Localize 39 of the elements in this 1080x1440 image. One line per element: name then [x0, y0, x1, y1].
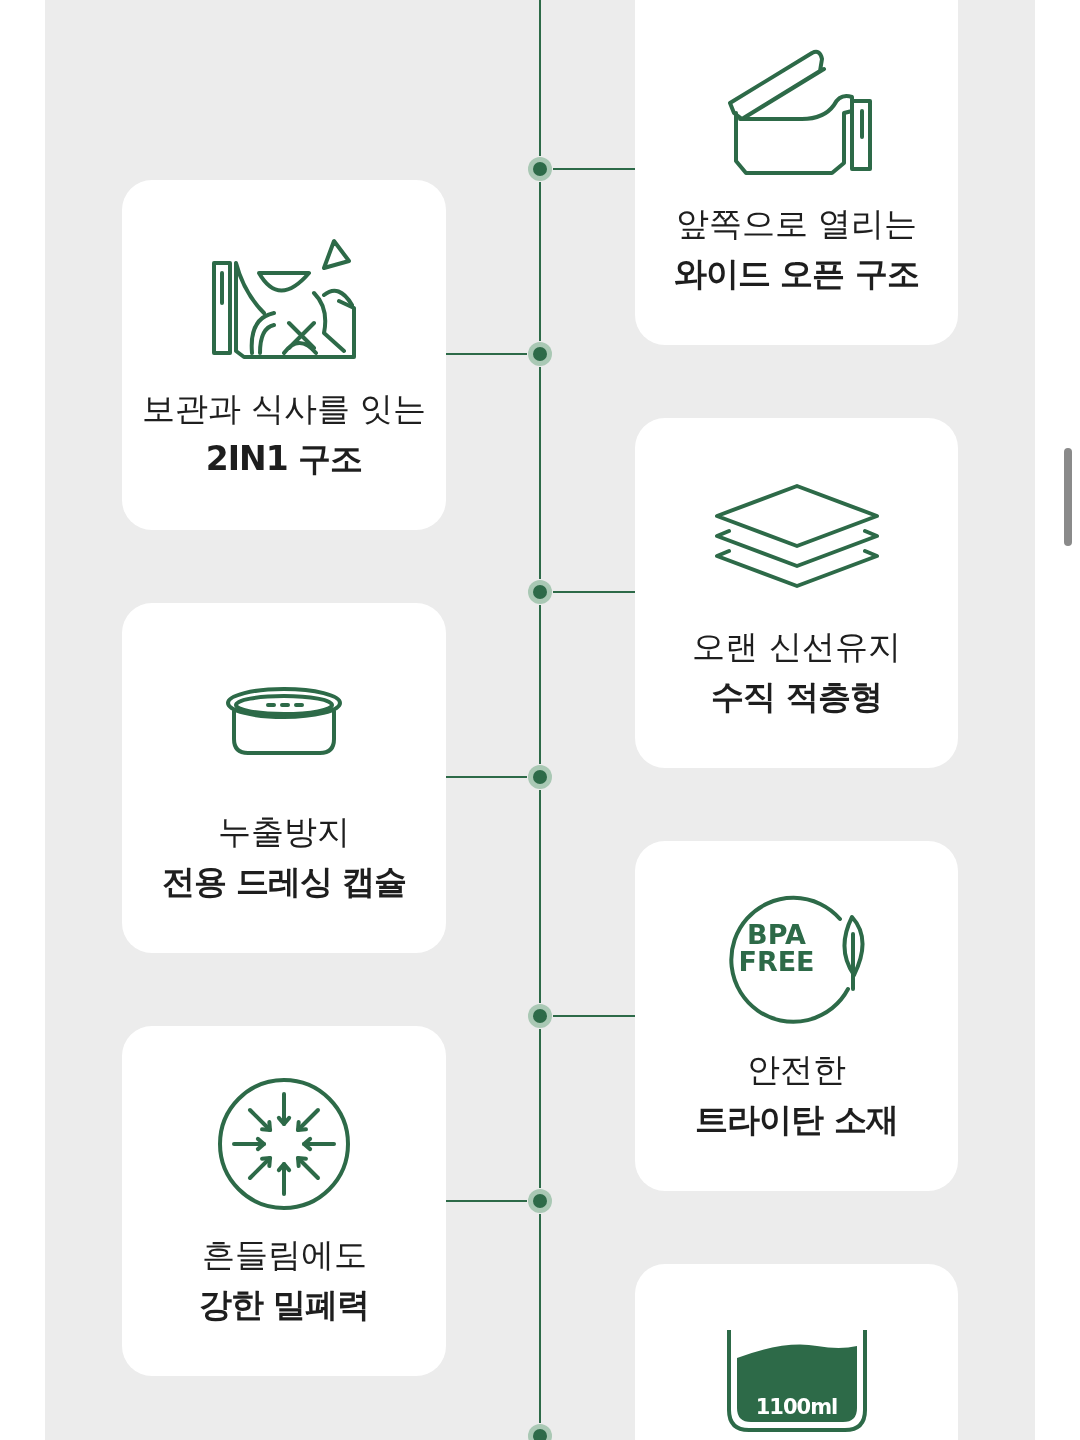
connector-line — [539, 0, 541, 157]
feature-subtitle: 앞쪽으로 열리는 — [674, 203, 919, 245]
feature-subtitle: 누출방지 — [217, 811, 351, 853]
connector-line — [539, 181, 541, 342]
timeline-dot — [527, 1003, 553, 1029]
feature-title: 전용 드레싱 캡슐 — [160, 861, 408, 903]
feature-title: 강한 밀폐력 — [197, 1284, 371, 1326]
connector-line — [445, 1200, 528, 1202]
connector-line — [552, 1015, 636, 1017]
connector-line — [539, 789, 541, 1004]
connector-line — [539, 1213, 541, 1424]
feature-card — [122, 180, 446, 530]
connector-line — [445, 353, 528, 355]
timeline-dot — [527, 764, 553, 790]
connector-line — [539, 604, 541, 765]
timeline-dot — [527, 156, 553, 182]
connector-line — [539, 1028, 541, 1189]
feature-subtitle: 흔들림에도 — [200, 1234, 368, 1276]
feature-card — [635, 841, 958, 1191]
feature-title: 2IN1 구조 — [204, 438, 364, 480]
volume-label: 1100ml — [754, 1394, 839, 1420]
timeline-dot — [527, 579, 553, 605]
feature-title: 수직 적층형 — [710, 676, 883, 718]
timeline-dot — [527, 341, 553, 367]
connector-line — [445, 776, 528, 778]
feature-card — [122, 1026, 446, 1376]
timeline-dot — [527, 1188, 553, 1214]
feature-card — [635, 418, 958, 768]
feature-card — [122, 603, 446, 953]
feature-subtitle: 보관과 식사를 잇는 — [140, 388, 428, 430]
feature-subtitle: 오랜 신선유지 — [691, 626, 902, 668]
feature-title: 와이드 오픈 구조 — [673, 253, 920, 295]
connector-line — [552, 168, 636, 170]
feature-title: 트라이탄 소재 — [694, 1099, 899, 1141]
badge-text: BPA FREE — [737, 921, 816, 975]
connector-line — [539, 366, 541, 580]
feature-card — [635, 0, 958, 345]
feature-subtitle: 안전한 — [746, 1049, 847, 1091]
connector-line — [552, 591, 636, 593]
